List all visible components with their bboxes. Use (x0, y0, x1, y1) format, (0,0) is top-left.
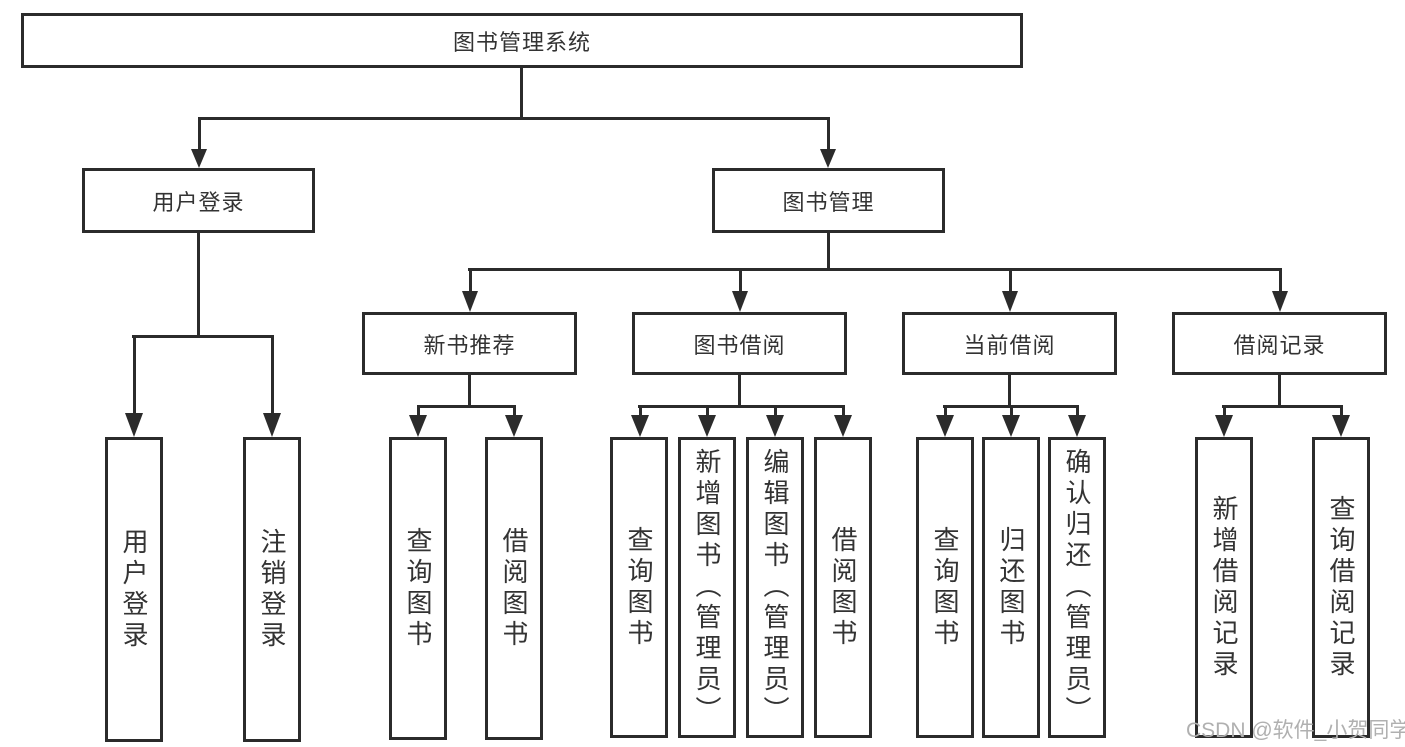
connector-borrow-records-bus (1222, 405, 1343, 408)
node-root-system: 图书管理系统 (21, 13, 1023, 68)
arrowhead-leaf-bb4 (834, 415, 852, 437)
connector-borrow-records-shaft (1279, 271, 1282, 293)
connector-user-branch-bus (132, 335, 274, 338)
arrowhead-leaf-bb3 (766, 415, 784, 437)
connector-book-borrow-shaft (739, 271, 742, 293)
leaf-nb-query-books-label: 查询图书 (403, 526, 433, 651)
connector-book-borrow-bus (638, 405, 845, 408)
connector-leaf-nb1-shaft (417, 408, 420, 418)
leaf-nb-query-books: 查询图书 (389, 437, 447, 740)
connector-current-borrow-shaft (1009, 271, 1012, 293)
arrowhead-leaf-br1 (1215, 415, 1233, 437)
connector-leaf-user1-shaft (133, 338, 136, 415)
connector-root-bus (198, 117, 830, 120)
arrowhead-leaf-br2 (1332, 415, 1350, 437)
connector-new-books-bus (417, 405, 516, 408)
connector-root-stem (520, 68, 523, 119)
connector-current-borrow-stem (1008, 375, 1011, 408)
connector-book-mgmt-shaft (827, 120, 830, 150)
connector-book-borrow-stem (738, 375, 741, 408)
connector-mgmt-stem (827, 233, 830, 271)
connector-leaf-cb2-shaft (1010, 408, 1013, 418)
arrowhead-leaf-cb3 (1068, 415, 1086, 437)
connector-borrow-records-stem (1278, 375, 1281, 408)
leaf-nb-borrow-books: 借阅图书 (485, 437, 543, 740)
connector-user-branch-stem (197, 233, 200, 337)
leaf-bb-add-books-admin: 新增图书（管理员） (678, 437, 736, 738)
connector-new-books-stem (468, 375, 471, 408)
arrowhead-leaf-cb2 (1002, 415, 1020, 437)
arrowhead-book-mgmt (820, 149, 836, 168)
arrowhead-leaf-bb1 (631, 415, 649, 437)
connector-user-login-shaft (198, 120, 201, 150)
node-user-login: 用户登录 (82, 168, 315, 233)
leaf-br-add-record-label: 新增借阅记录 (1209, 494, 1239, 681)
leaf-bb-add-books-admin-label: 新增图书（管理员） (692, 448, 722, 727)
leaf-user-login: 用户登录 (105, 437, 163, 742)
arrowhead-leaf-bb2 (698, 415, 716, 437)
leaf-br-query-record: 查询借阅记录 (1312, 437, 1370, 738)
leaf-nb-borrow-books-label: 借阅图书 (499, 526, 529, 651)
arrowhead-leaf-user2 (263, 413, 281, 437)
connector-leaf-bb3-shaft (774, 408, 777, 418)
node-borrow-records-label: 借阅记录 (1233, 332, 1326, 358)
connector-leaf-bb4-shaft (842, 408, 845, 418)
node-borrow-records: 借阅记录 (1172, 312, 1387, 375)
arrowhead-borrow-records (1272, 291, 1288, 312)
connector-leaf-br1-shaft (1223, 408, 1226, 418)
connector-leaf-bb2-shaft (706, 408, 709, 418)
node-book-management: 图书管理 (712, 168, 945, 233)
leaf-cb-confirm-return-admin: 确认归还（管理员） (1048, 437, 1106, 738)
leaf-bb-edit-books-admin-label: 编辑图书（管理员） (760, 448, 790, 727)
leaf-cb-query-books-label: 查询图书 (930, 525, 960, 650)
node-book-borrow-label: 图书借阅 (693, 332, 786, 358)
connector-leaf-cb3-shaft (1076, 408, 1079, 418)
arrowhead-user-login (191, 149, 207, 168)
arrowhead-leaf-nb1 (409, 415, 427, 437)
watermark-text: CSDN @软件_小贺同学 (1186, 719, 1405, 742)
node-book-management-label: 图书管理 (782, 189, 875, 215)
leaf-bb-edit-books-admin: 编辑图书（管理员） (746, 437, 804, 738)
leaf-cb-return-books-label: 归还图书 (996, 525, 1026, 650)
node-current-borrow-label: 当前借阅 (963, 332, 1056, 358)
node-user-login-label: 用户登录 (152, 189, 245, 215)
arrowhead-current-borrow (1002, 291, 1018, 312)
leaf-br-query-record-label: 查询借阅记录 (1326, 494, 1356, 681)
leaf-bb-query-books: 查询图书 (610, 437, 668, 738)
node-new-books-label: 新书推荐 (423, 332, 516, 358)
leaf-logout-label: 注销登录 (257, 527, 287, 652)
connector-new-books-shaft (469, 271, 472, 293)
leaf-cb-return-books: 归还图书 (982, 437, 1040, 738)
node-book-borrow: 图书借阅 (632, 312, 847, 375)
arrowhead-leaf-cb1 (936, 415, 954, 437)
leaf-user-login-label: 用户登录 (119, 527, 149, 652)
arrowhead-new-books (462, 291, 478, 312)
node-new-books: 新书推荐 (362, 312, 577, 375)
leaf-cb-query-books: 查询图书 (916, 437, 974, 738)
leaf-bb-borrow-books-label: 借阅图书 (828, 525, 858, 650)
leaf-cb-confirm-return-admin-label: 确认归还（管理员） (1062, 448, 1092, 727)
leaf-br-add-record: 新增借阅记录 (1195, 437, 1253, 738)
connector-mgmt-bus (468, 268, 1282, 271)
connector-leaf-nb2-shaft (513, 408, 516, 418)
arrowhead-book-borrow (732, 291, 748, 312)
leaf-logout: 注销登录 (243, 437, 301, 742)
connector-leaf-br2-shaft (1340, 408, 1343, 418)
connector-leaf-user2-shaft (271, 338, 274, 415)
arrowhead-leaf-user1 (125, 413, 143, 437)
connector-leaf-cb1-shaft (944, 408, 947, 418)
node-current-borrow: 当前借阅 (902, 312, 1117, 375)
node-root-label: 图书管理系统 (452, 29, 591, 55)
connector-current-borrow-bus (943, 405, 1079, 408)
leaf-bb-borrow-books: 借阅图书 (814, 437, 872, 738)
arrowhead-leaf-nb2 (505, 415, 523, 437)
leaf-bb-query-books-label: 查询图书 (624, 525, 654, 650)
connector-leaf-bb1-shaft (639, 408, 642, 418)
